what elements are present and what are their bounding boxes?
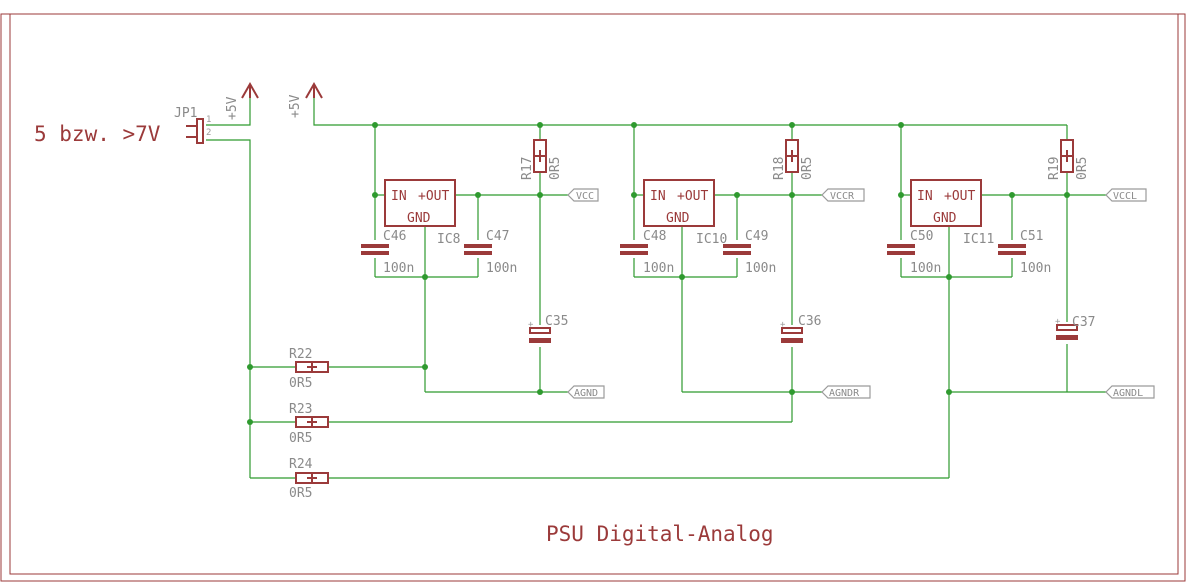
net-agndr-label: AGNDR [829,388,860,399]
connector-pin2: 2 [206,128,211,138]
resistor-r23: R23 0R5 [289,402,329,446]
ic11-gnd-pin: GND [933,211,957,226]
c49-value: 100n [745,261,776,276]
ic10-in-pin: IN [650,189,666,204]
net-vccr-label: VCCR [830,191,855,202]
c35-name: C35 [545,314,568,329]
r23-value: 0R5 [289,431,312,446]
ic11-out-pin: +OUT [944,189,975,204]
resistor-r22: R22 0R5 [289,347,329,391]
r17-value: 0R5 [548,157,563,180]
c47-value: 100n [486,261,517,276]
drawing-frame [0,13,1186,582]
ic8-gnd-pin: GND [407,211,431,226]
svg-text:+: + [1055,317,1061,327]
ic10-gnd-pin: GND [666,211,690,226]
ic11-name: IC11 [963,232,994,247]
c37-name: C37 [1072,315,1095,330]
connector-pin1: 1 [206,115,211,125]
svg-text:+: + [528,320,534,330]
net-agnd-label: AGND [574,388,598,399]
rail-label-left: +5V [225,96,240,120]
capacitor-c47: C47 100n [464,229,517,276]
r23-name: R23 [289,402,312,417]
c46-name: C46 [383,229,406,244]
c51-value: 100n [1020,261,1051,276]
regulator-ic10: IN +OUT GND IC10 [643,179,727,247]
net-agndl-label: AGNDL [1113,388,1143,399]
supply-symbol-left: +5V [225,81,259,120]
r22-value: 0R5 [289,376,312,391]
input-voltage-label: 5 bzw. >7V [34,122,161,146]
r19-name: R19 [1047,157,1062,180]
ic8-out-pin: +OUT [418,189,449,204]
ic10-out-pin: +OUT [677,189,708,204]
capacitor-c49: C49 100n [723,229,776,276]
c46-value: 100n [383,261,414,276]
capacitor-c46: C46 100n [361,229,414,276]
c49-name: C49 [745,229,768,244]
c50-name: C50 [910,229,933,244]
net-vcc-label: VCC [576,191,594,202]
net-flag-vccl: VCCL [1105,188,1147,202]
r18-value: 0R5 [800,157,815,180]
ic8-in-pin: IN [391,189,407,204]
c51-name: C51 [1020,229,1043,244]
electrolytic-c37: + C37 [1055,315,1095,340]
supply-symbol-right: +5V [288,81,323,118]
net-flag-vccr: VCCR [821,188,865,202]
net-flag-vcc: VCC [567,188,599,202]
connector-name: JP1 [174,106,197,121]
electrolytic-c35: + C35 [528,314,568,343]
regulator-ic8: IN +OUT GND IC8 [384,179,460,247]
schematic-title: PSU Digital-Analog [546,522,774,546]
electrolytic-c36: + C36 [780,314,821,343]
resistor-r18: R18 0R5 [772,139,815,180]
c48-name: C48 [643,229,666,244]
r19-value: 0R5 [1075,157,1090,180]
net-flag-agndr: AGNDR [821,385,871,399]
ic11-in-pin: IN [917,189,933,204]
c48-value: 100n [643,261,674,276]
junctions [247,122,1070,425]
c36-name: C36 [798,314,821,329]
r24-name: R24 [289,457,313,472]
rail-label-right: +5V [288,94,303,118]
resistor-r19: R19 0R5 [1047,139,1090,180]
net-flag-agnd: AGND [567,385,605,399]
resistor-r24: R24 0R5 [289,457,329,501]
c50-value: 100n [910,261,941,276]
capacitor-c51: C51 100n [998,229,1051,276]
r22-name: R22 [289,347,312,362]
wiring [206,98,1106,479]
r24-value: 0R5 [289,486,312,501]
ic8-name: IC8 [437,232,460,247]
capacitor-c48: C48 100n [620,229,674,276]
c47-name: C47 [486,229,509,244]
net-flag-agndl: AGNDL [1105,385,1155,399]
net-vccl-label: VCCL [1113,191,1137,202]
drawing-inner-frame [9,13,1179,575]
capacitor-c50: C50 100n [887,229,941,276]
r17-name: R17 [520,157,535,180]
resistor-r17: R17 0R5 [520,139,563,180]
r18-name: R18 [772,157,787,180]
svg-text:+: + [780,320,786,330]
connector-jp1: JP1 1 2 [174,106,211,144]
ic10-name: IC10 [696,232,727,247]
regulator-ic11: IN +OUT GND IC11 [910,179,994,247]
